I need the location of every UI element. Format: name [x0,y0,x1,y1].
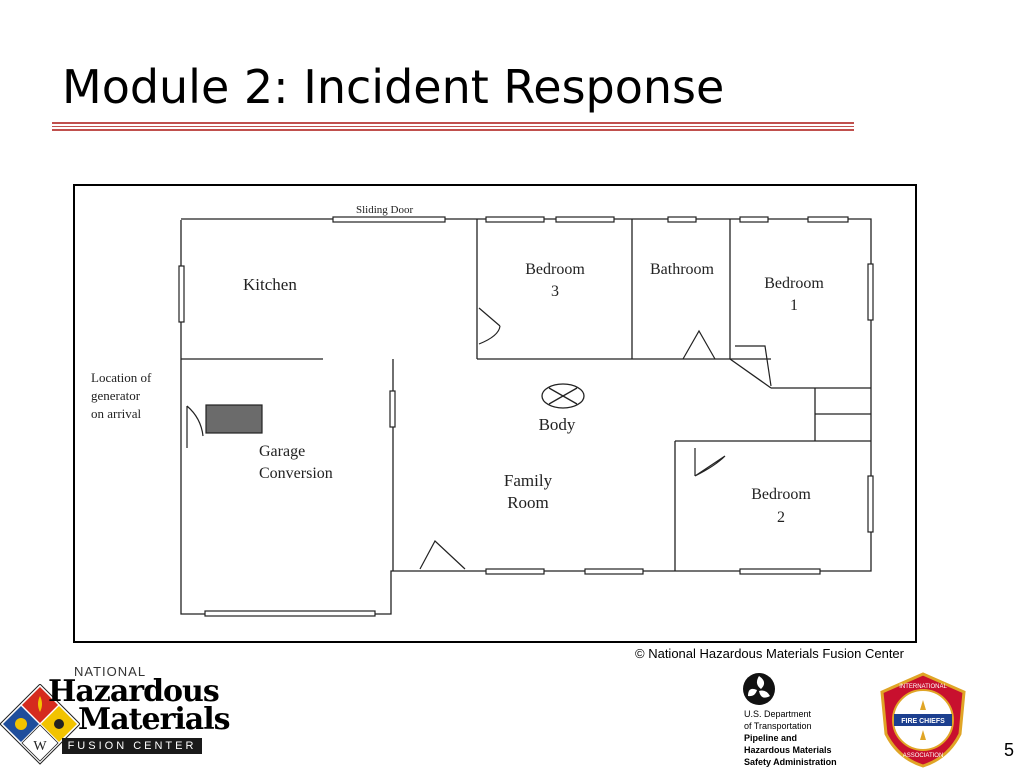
dot-triskelion-icon [743,673,775,705]
body-marker [541,383,585,409]
label-bedroom-1: Bedroom [764,275,824,292]
label-garage: Garage [259,443,305,460]
label-family-room: Room [507,493,549,512]
iafc-bottom-text: ASSOCIATION [903,753,944,759]
label-bathroom: Bathroom [650,261,715,278]
label-family: Family [504,471,553,490]
dot-agency-text: U.S. Department of Transportation Pipeli… [744,708,837,768]
floor-plan-figure: Sliding Door Kitchen Bedroom 3 Bathroom … [73,184,917,643]
label-generator-location: generator [91,388,141,403]
logo-text-national: NATIONAL [74,664,147,679]
windows [178,216,874,617]
logo-text-materials: Materials [78,702,231,737]
floor-plan-drawing: Sliding Door Kitchen Bedroom 3 Bathroom … [91,204,874,617]
logo-text-fusion-center: FUSION CENTER [62,738,202,754]
dot-phmsa-logo: U.S. Department of Transportation Pipeli… [742,672,862,768]
title-underline [52,129,854,131]
title-underline [52,126,854,127]
svg-text:W: W [33,739,47,754]
dot-line: Pipeline and [744,733,798,743]
page-number: 5 [1003,740,1014,760]
slide-title: Module 2: Incident Response [62,60,725,114]
dot-line: Safety Administration [744,757,837,767]
iafc-seal-logo: FIRE CHIEFS INTERNATIONAL ASSOCIATION [880,672,966,768]
dot-line: U.S. Department [744,709,812,719]
label-sliding-door: Sliding Door [356,204,413,216]
nhmfc-logo: W NATIONAL Hazardous Materials FUSION CE… [0,664,231,768]
label-generator-location: Location of [91,370,152,385]
iafc-top-text: INTERNATIONAL [899,684,947,690]
label-garage-conversion: Conversion [259,465,333,482]
walls [180,218,872,615]
label-kitchen: Kitchen [243,275,297,294]
doors [186,307,772,570]
label-bedroom-3: Bedroom [525,261,585,278]
label-body: Body [539,415,576,434]
dot-line: Hazardous Materials [744,745,832,755]
generator-marker [205,404,263,434]
logo-text-hazardous: Hazardous [48,674,220,709]
dot-line: of Transportation [744,721,812,731]
label-generator-location: on arrival [91,406,142,421]
label-bedroom-1-number: 1 [790,297,798,314]
copyright-notice: © National Hazardous Materials Fusion Ce… [635,646,904,661]
iafc-middle-text: FIRE CHIEFS [901,718,945,725]
title-underline [52,122,854,124]
label-bedroom-2: Bedroom [751,486,811,503]
hazmat-diamond-icon: W [0,684,80,765]
label-bedroom-3-number: 3 [551,283,559,300]
label-bedroom-2-number: 2 [777,509,785,526]
